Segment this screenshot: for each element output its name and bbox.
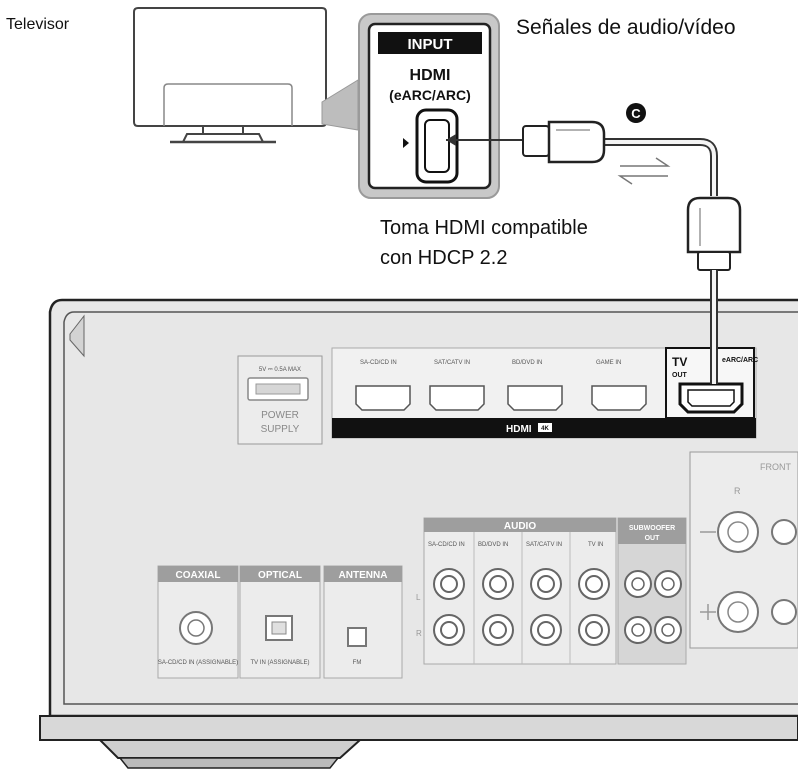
optical-label: OPTICAL <box>258 570 302 581</box>
cable-marker-text: C <box>631 106 641 121</box>
coaxial-label: COAXIAL <box>176 570 221 581</box>
front-speaker-terminals <box>689 451 798 649</box>
front-label: FRONT <box>760 462 791 472</box>
antenna-sub-label: FM <box>353 660 362 666</box>
audio-side-r-label: R <box>416 629 422 638</box>
subwoofer-label-2: OUT <box>645 535 661 542</box>
hdmi-bar-label: HDMI <box>506 424 532 435</box>
usb-label-2: POWER <box>261 410 299 421</box>
hdmi-in-ports <box>355 385 647 411</box>
tv-out-arc-label: eARC/ARC <box>722 357 758 364</box>
usb-label-1: 5V ⎓ 0.5A MAX <box>259 367 301 373</box>
usb-label-3: SUPPLY <box>261 424 300 435</box>
hdmi-plug-receiver-side <box>686 196 742 271</box>
subwoofer-label-1: SUBWOOFER <box>629 525 675 532</box>
optical-sub-label: TV IN (ASSIGNABLE) <box>250 660 309 666</box>
hdmi-in-label-3: BD/DVD IN <box>512 360 542 366</box>
audio-jack-label-3: SAT/CATV IN <box>526 542 562 548</box>
tv-out-sub-label: OUT <box>672 372 688 379</box>
input-hdmi-label: HDMI <box>410 67 451 84</box>
hdmi-4k-badge <box>538 423 552 432</box>
zoom-connector <box>321 79 359 131</box>
audio-jack-label-2: BD/DVD IN <box>478 542 508 548</box>
antenna-block <box>323 565 403 679</box>
usb-power-supply <box>237 355 323 445</box>
hdcp-label-line2: con HDCP 2.2 <box>380 247 507 269</box>
audio-rca-jacks <box>433 568 610 646</box>
tv-out-label: TV <box>672 355 687 369</box>
subwoofer-out-block <box>617 517 687 665</box>
tv-illustration <box>133 7 327 144</box>
hdmi-tv-out-port <box>678 382 744 414</box>
signals-label: Señales de audio/vídeo <box>516 16 736 39</box>
optical-block <box>239 565 321 679</box>
audio-jack-label-1: SA-CD/CD IN <box>428 542 465 548</box>
audio-jack-label-4: TV IN <box>588 542 603 548</box>
input-header: INPUT <box>408 36 453 53</box>
tv-hdmi-input-panel <box>358 13 500 199</box>
hdmi-plug-tv-side <box>522 120 606 164</box>
audio-side-l-label: L <box>416 593 421 602</box>
tv-label: Televisor <box>6 16 70 33</box>
cable-marker-c <box>626 103 646 123</box>
hdmi-in-label-4: GAME IN <box>596 360 621 366</box>
hdcp-label-line1: Toma HDMI compatible <box>380 217 588 239</box>
hdmi-in-label-1: SA-CD/CD IN <box>360 360 397 366</box>
audio-label: AUDIO <box>504 521 536 532</box>
bidirectional-arrows-icon <box>617 157 671 185</box>
antenna-label: ANTENNA <box>339 570 388 581</box>
coaxial-block <box>157 565 239 679</box>
input-arc-label: (eARC/ARC) <box>389 87 471 103</box>
front-r-label: R <box>734 486 741 496</box>
hdmi-4k-badge-text: 4K <box>541 426 549 432</box>
coaxial-sub-label: SA-CD/CD IN (ASSIGNABLE) <box>158 660 238 666</box>
hdmi-in-label-2: SAT/CATV IN <box>434 360 470 366</box>
